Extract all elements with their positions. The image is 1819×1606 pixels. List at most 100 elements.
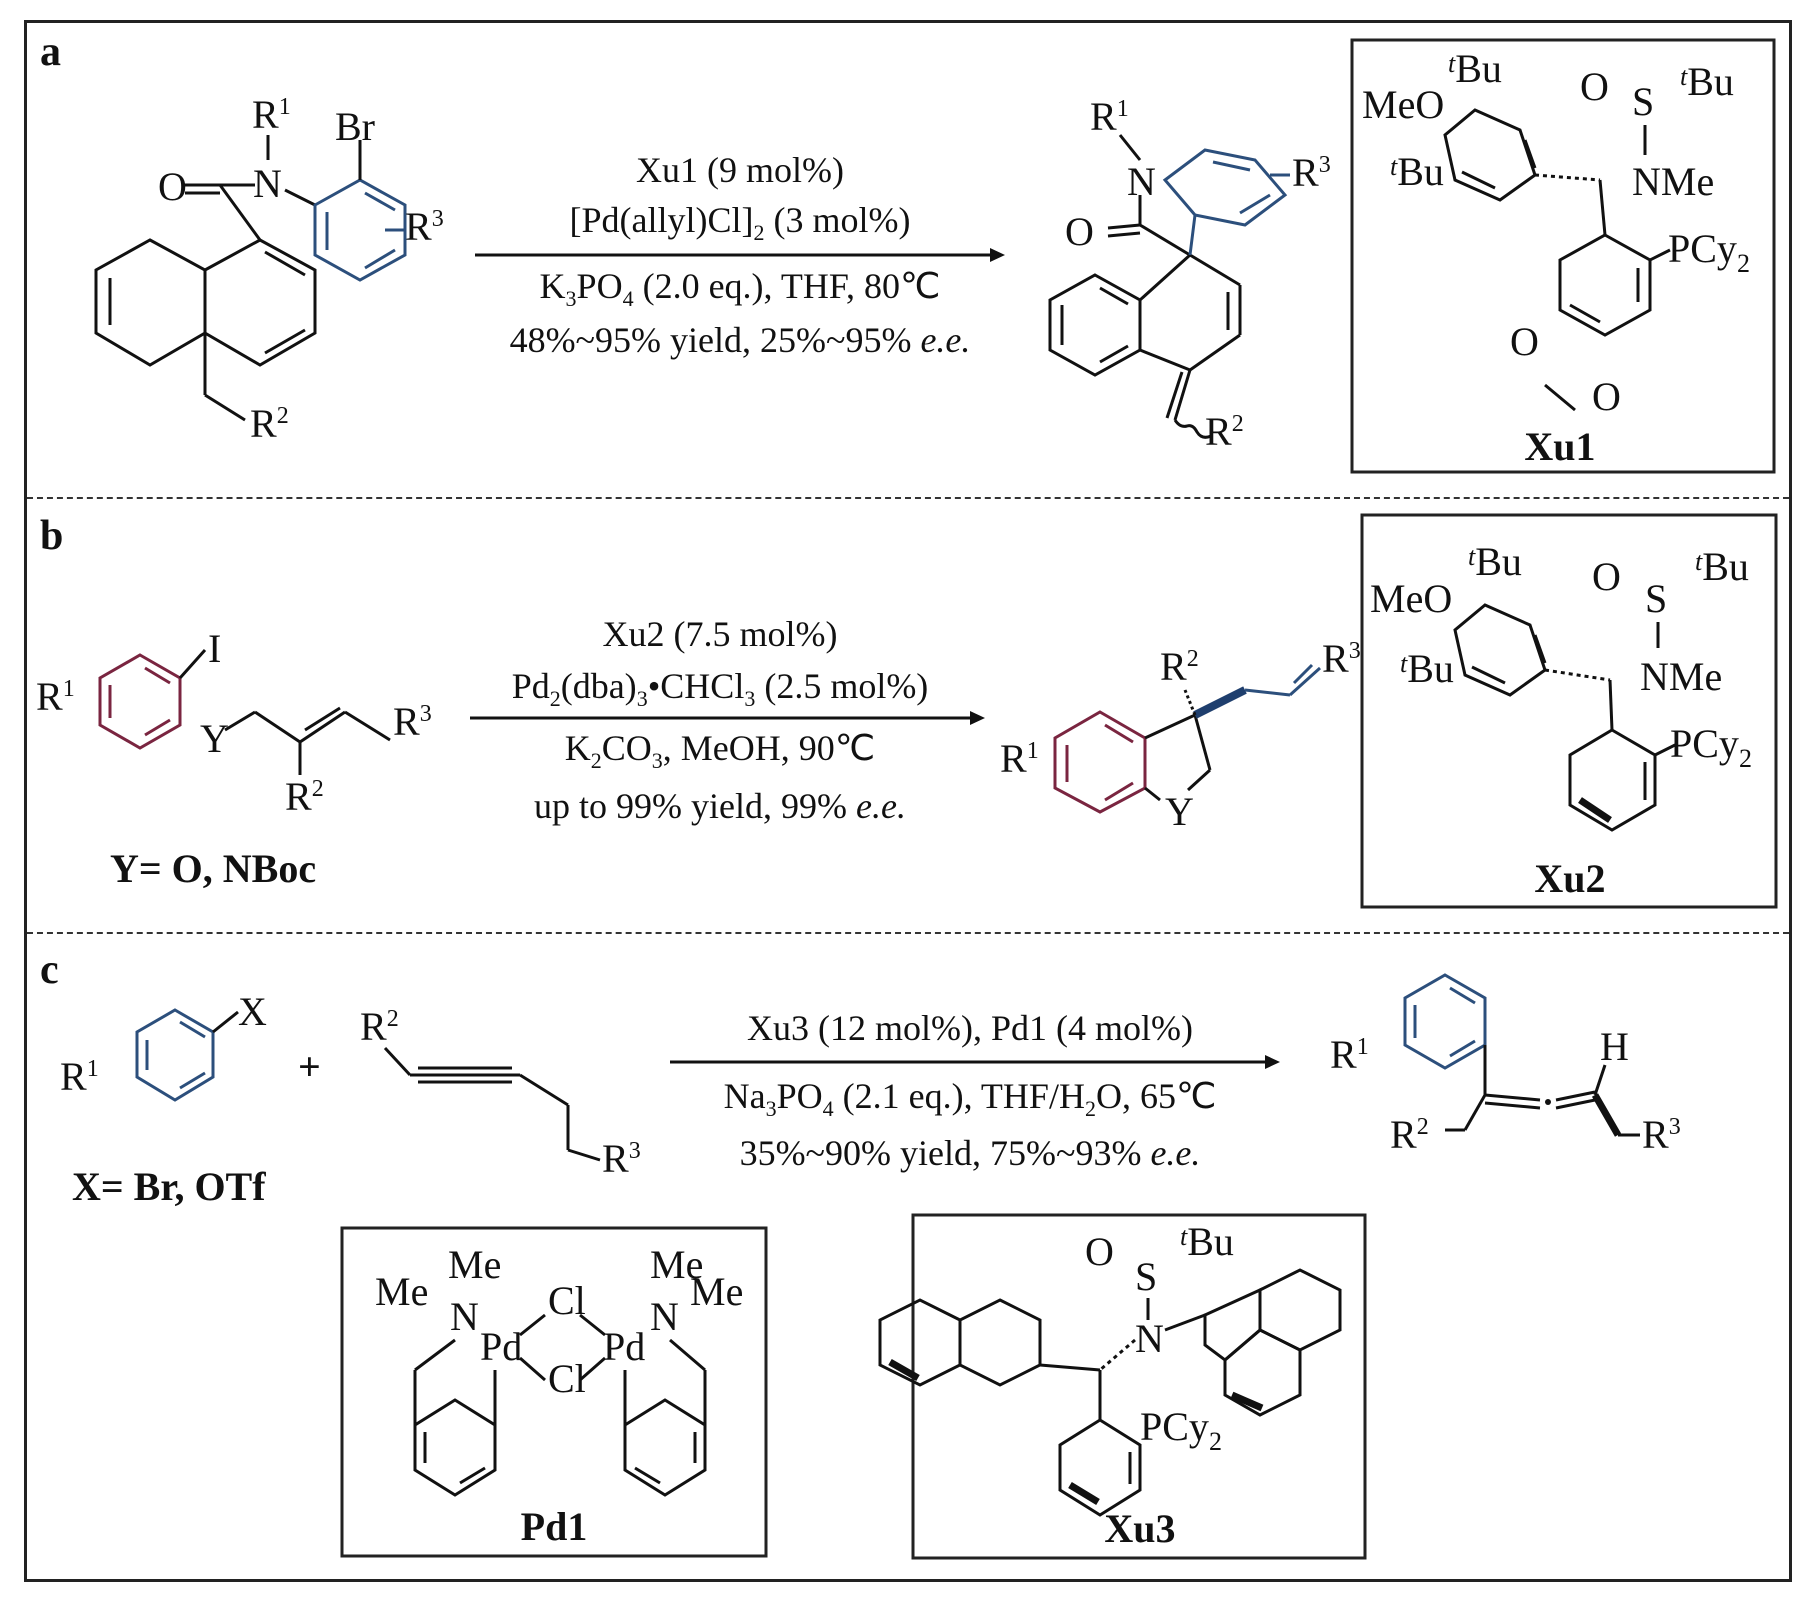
cond-b-2: Pd2(dba)3•CHCl3 (2.5 mol%) — [512, 666, 929, 711]
c-prod-r2: R2 — [1390, 1112, 1429, 1157]
b-r1: R1 — [36, 674, 75, 719]
xu3-o: O — [1085, 1229, 1114, 1274]
xu2-tbu-left: tBu — [1400, 646, 1454, 691]
c-r1: R1 — [60, 1054, 99, 1099]
a-oxygen: O — [158, 164, 187, 209]
pd1-label: Pd1 — [521, 1504, 588, 1549]
pd1-me-1: Me — [448, 1242, 501, 1287]
a-prod-oxygen: O — [1065, 209, 1094, 254]
panel-c-alkyne: R2 R3 — [360, 1004, 641, 1181]
b-y: Y — [200, 716, 229, 761]
pd1-me-4: Me — [690, 1269, 743, 1314]
xu2-tbu-s: tBu — [1695, 544, 1749, 589]
pd1-me-3: Me — [650, 1242, 703, 1287]
pd1-structure: Me Me N Pd Cl Cl Pd N Me Me Pd1 — [375, 1242, 743, 1549]
xu3-n: N — [1135, 1316, 1164, 1361]
panel-b-reactant: I R1 Y R2 R3 Y= O, NBoc — [36, 626, 432, 891]
xu1-nme: NMe — [1632, 159, 1714, 204]
xu3-pcy2: PCy2 — [1140, 1404, 1222, 1456]
figure-frame — [24, 20, 1792, 1582]
xu3-box — [911, 1213, 1367, 1560]
c-x: X — [238, 989, 267, 1034]
xu2-o: O — [1592, 554, 1621, 599]
pd1-n-1: N — [450, 1294, 479, 1339]
xu1-o2: O — [1592, 374, 1621, 419]
cond-c-1: Xu3 (12 mol%), Pd1 (4 mol%) — [747, 1008, 1193, 1048]
a-r1: R1 — [252, 92, 291, 137]
xu1-s: S — [1632, 79, 1654, 124]
c-alkyne-r3: R3 — [602, 1136, 641, 1181]
xu2-meo: MeO — [1370, 576, 1452, 621]
xu1-tbu-s: tBu — [1680, 59, 1734, 104]
xu1-pcy2: PCy2 — [1668, 226, 1750, 278]
xu2-label: Xu2 — [1534, 856, 1605, 901]
xu1-box — [1350, 38, 1776, 474]
arrow-c-head — [1265, 1055, 1280, 1069]
b-r2: R2 — [285, 774, 324, 819]
xu3-label: Xu3 — [1104, 1506, 1175, 1551]
cond-a-3: K3PO4 (2.0 eq.), THF, 80℃ — [540, 266, 941, 311]
xu3-tbu: tBu — [1180, 1219, 1234, 1264]
pd1-n-2: N — [650, 1294, 679, 1339]
c-prod-r1: R1 — [1330, 1032, 1369, 1077]
pd1-cl-1: Cl — [548, 1278, 586, 1323]
a-prod-nitrogen: N — [1127, 159, 1156, 204]
b-r3: R3 — [393, 699, 432, 744]
panel-a-reactant: O N R1 Br R3 R2 — [94, 92, 444, 446]
panel-b-product: Y R3 R2 R1 — [1000, 636, 1361, 834]
a-nitrogen: N — [253, 161, 282, 206]
c-prod-r3: R3 — [1642, 1112, 1681, 1157]
c-x-definition: X= Br, OTf — [72, 1164, 266, 1209]
b-prod-r1: R1 — [1000, 736, 1039, 781]
cond-b-3: K2CO3, MeOH, 90℃ — [565, 728, 875, 773]
cond-b-1: Xu2 (7.5 mol%) — [603, 614, 838, 654]
divider-bc — [27, 932, 1789, 934]
xu2-structure: MeO tBu tBu O S tBu NMe PCy2 Xu2 — [1370, 539, 1752, 901]
a-prod-r2: R2 — [1205, 409, 1244, 454]
panel-a-product: R2 O N R1 R3 — [1048, 94, 1331, 454]
c-plus: + — [298, 1044, 321, 1089]
xu2-box — [1360, 513, 1778, 909]
pd1-me-2: Me — [375, 1269, 428, 1314]
b-y-definition: Y= O, NBoc — [110, 846, 316, 891]
xu1-meo: MeO — [1362, 82, 1444, 127]
xu2-pcy2: PCy2 — [1670, 721, 1752, 773]
panel-label-a: a — [40, 29, 61, 75]
b-prod-r2: R2 — [1160, 644, 1199, 689]
xu3-s: S — [1135, 1254, 1157, 1299]
b-prod-y: Y — [1165, 789, 1194, 834]
a-r2: R2 — [250, 401, 289, 446]
xu3-structure: O S tBu N PCy2 Xu3 — [878, 1219, 1342, 1551]
xu1-label: Xu1 — [1524, 424, 1595, 469]
pd1-pd-1: Pd — [480, 1324, 522, 1369]
xu2-tbu-top: tBu — [1468, 539, 1522, 584]
xu1-structure: MeO tBu tBu O S tBu NMe PCy2 O O Xu1 — [1362, 46, 1750, 469]
pd1-pd-2: Pd — [603, 1324, 645, 1369]
panel-c-aryl: X R1 X= Br, OTf + — [60, 989, 321, 1209]
a-bromine: Br — [335, 104, 375, 149]
xu1-tbu-left: tBu — [1390, 149, 1444, 194]
cond-a-1: Xu1 (9 mol%) — [636, 150, 844, 190]
divider-ab — [27, 497, 1789, 499]
panel-label-b: b — [40, 513, 64, 559]
xu2-s: S — [1645, 576, 1667, 621]
pd1-box — [340, 1226, 768, 1558]
xu1-o: O — [1580, 64, 1609, 109]
xu2-nme: NMe — [1640, 654, 1722, 699]
panel-label-c: c — [40, 947, 59, 993]
arrow-a-head — [990, 248, 1005, 262]
a-prod-r1: R1 — [1090, 94, 1129, 139]
b-iodine: I — [208, 626, 221, 671]
xu1-tbu-top: tBu — [1448, 46, 1502, 91]
panel-c-product: R1 H R3 R2 — [1330, 973, 1681, 1157]
a-prod-r3: R3 — [1292, 150, 1331, 195]
cond-c-3: 35%~90% yield, 75%~93% e.e. — [740, 1133, 1201, 1173]
a-r3: R3 — [405, 204, 444, 249]
b-prod-r3: R3 — [1322, 636, 1361, 681]
cond-b-4: up to 99% yield, 99% e.e. — [534, 786, 906, 826]
cond-a-2: [Pd(allyl)Cl]2 (3 mol%) — [570, 200, 911, 245]
c-alkyne-r2: R2 — [360, 1004, 399, 1049]
arrow-b-head — [970, 711, 985, 725]
cond-a-4: 48%~95% yield, 25%~95% e.e. — [510, 320, 971, 360]
